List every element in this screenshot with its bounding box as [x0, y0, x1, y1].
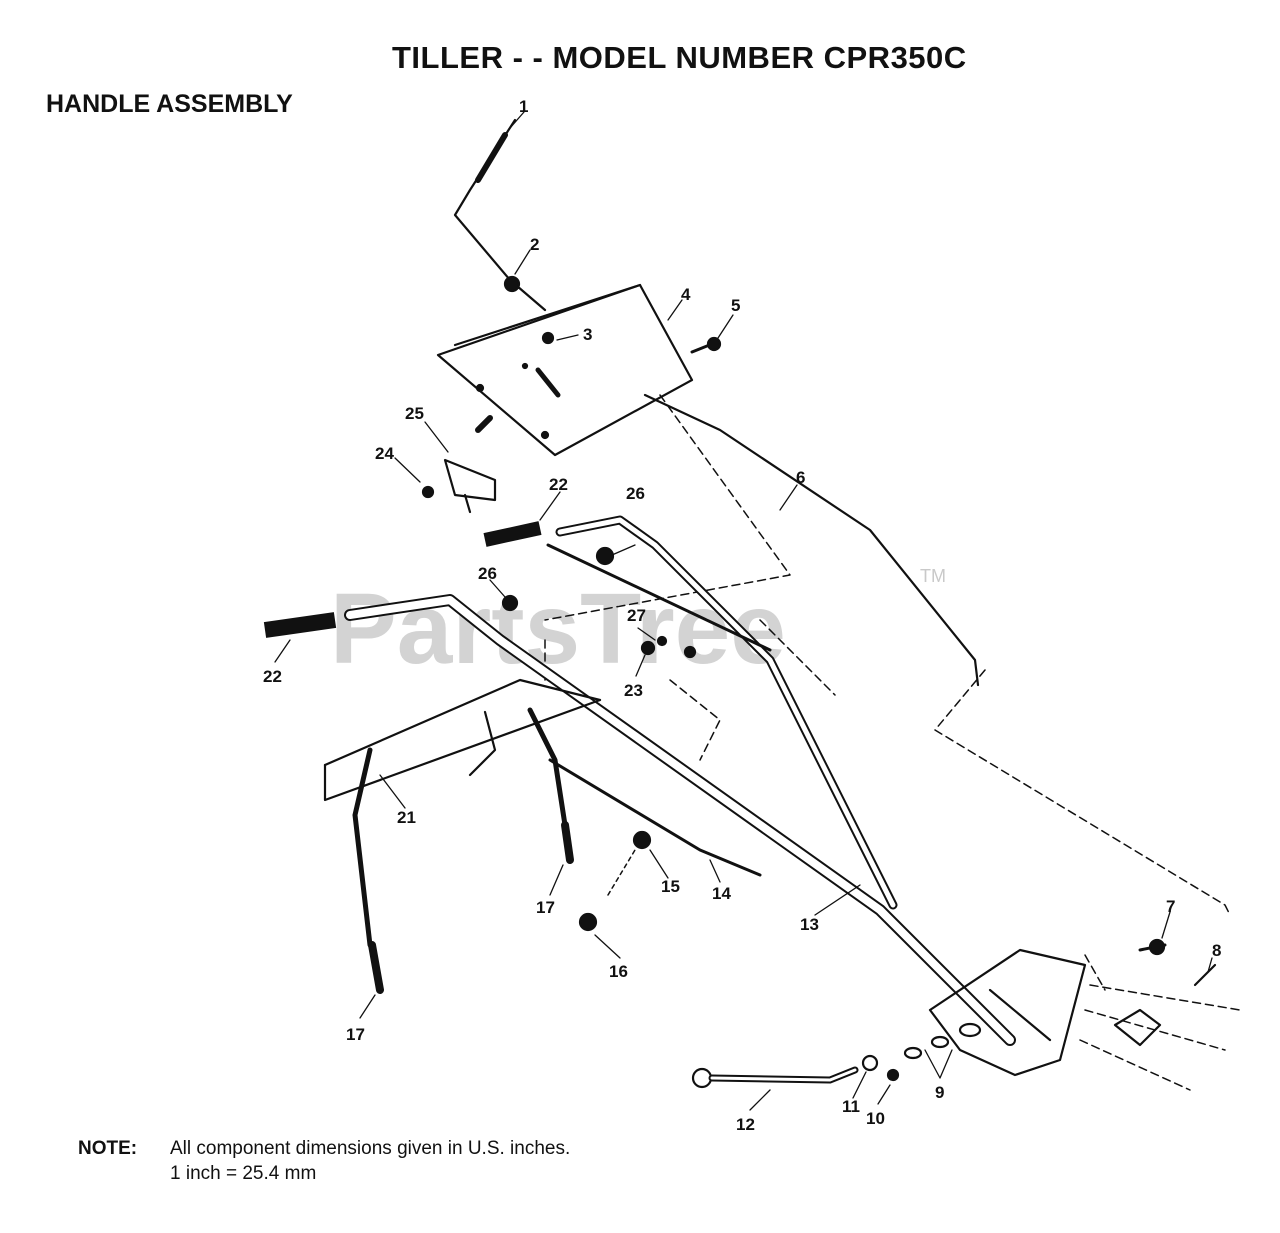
leader-lines	[274, 111, 1213, 1111]
callout-24: 24	[375, 444, 394, 463]
upper-handle-bar	[483, 515, 898, 910]
page-title: TILLER - - MODEL NUMBER CPR350C	[392, 40, 967, 75]
callout-3: 3	[583, 325, 592, 344]
callout-27: 27	[627, 606, 646, 625]
note-line-1: All component dimensions given in U.S. i…	[170, 1138, 571, 1159]
callout-16: 16	[609, 962, 628, 981]
callout-22b: 22	[263, 667, 282, 686]
callout-6: 6	[796, 468, 805, 487]
callout-14: 14	[712, 884, 731, 903]
callout-7: 7	[1166, 897, 1175, 916]
callout-8: 8	[1212, 941, 1221, 960]
callout-1: 1	[519, 97, 528, 116]
bolt-part-5	[690, 336, 722, 354]
callout-15: 15	[661, 877, 680, 896]
cable-part-14	[548, 758, 762, 877]
callout-17a: 17	[536, 898, 555, 917]
callout-12: 12	[736, 1115, 755, 1134]
nut-part-23b	[683, 645, 697, 659]
callout-26a: 26	[626, 484, 645, 503]
callout-21: 21	[397, 808, 416, 827]
watermark-tm: TM	[920, 566, 946, 586]
lower-handle-bar	[263, 546, 1016, 1046]
callout-10: 10	[866, 1109, 885, 1128]
watermark-text: PartsTree	[330, 573, 786, 685]
rod-part-21	[323, 678, 602, 994]
fastener-part-15	[578, 830, 652, 932]
callout-17b: 17	[346, 1025, 365, 1044]
callout-labels: 1 2 3 4 5 6 7 8 9 10 11 12 13 14 15 16 1…	[263, 97, 1221, 1134]
cable-part-6	[643, 393, 980, 687]
callout-4: 4	[681, 285, 691, 304]
callout-22a: 22	[549, 475, 568, 494]
note-line-2: 1 inch = 25.4 mm	[170, 1163, 317, 1184]
control-panel-part-4	[436, 283, 694, 457]
callout-23: 23	[624, 681, 643, 700]
dimension-note: NOTE: All component dimensions given in U…	[78, 1136, 570, 1186]
tiller-frame	[1079, 938, 1241, 1091]
callout-9: 9	[935, 1083, 944, 1102]
callout-5: 5	[731, 296, 740, 315]
callout-26b: 26	[478, 564, 497, 583]
callout-13: 13	[800, 915, 819, 934]
lever-part-12	[691, 1054, 900, 1089]
note-label: NOTE:	[78, 1138, 138, 1159]
callout-25: 25	[405, 404, 424, 423]
washer-part-27	[656, 635, 668, 647]
callout-11: 11	[842, 1097, 860, 1116]
bracket-part-25	[421, 415, 497, 514]
callout-2: 2	[530, 235, 539, 254]
rod-part-1	[453, 118, 547, 312]
nut-part-23	[640, 640, 656, 656]
guide-lines	[544, 394, 1231, 991]
pivot-base-part-9	[903, 948, 1087, 1077]
section-title: HANDLE ASSEMBLY	[46, 90, 293, 118]
